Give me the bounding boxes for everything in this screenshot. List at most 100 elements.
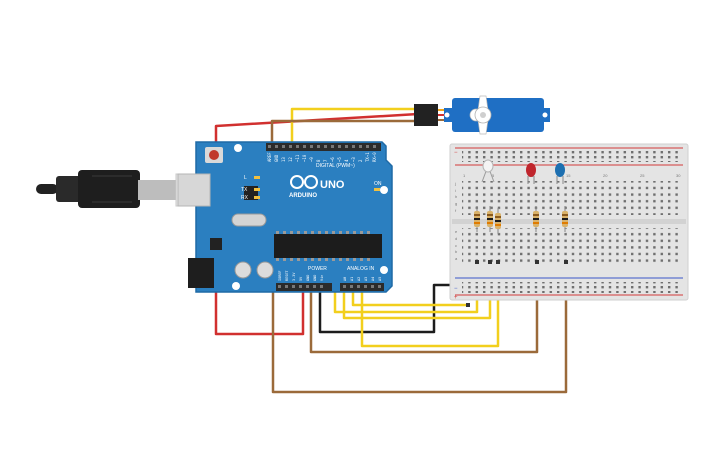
svg-text:A2: A2 [357,277,361,281]
svg-text:2: 2 [358,159,363,162]
digital-header [266,143,381,151]
arduino-logo-icon [290,175,318,189]
rx-label: RX [241,195,249,201]
svg-text:~3: ~3 [351,157,356,162]
svg-text:1: 1 [463,173,466,178]
svg-text:~5: ~5 [337,157,342,162]
power-jack [188,258,214,288]
atmega-pins [276,231,370,261]
center-groove [452,219,686,224]
svg-text:8: 8 [316,159,321,162]
svg-text:+: + [454,295,458,301]
svg-text:15: 15 [566,173,571,178]
svg-text:5V: 5V [299,276,303,281]
svg-text:i: i [455,188,456,193]
analog-header [340,283,384,291]
svg-text:−: − [454,286,458,292]
atmega-chip [274,234,382,258]
svg-text:h: h [455,194,457,199]
arduino-uno-board[interactable]: L TX RX ON ARDUINO UNO DIGITAL (PWM~) AR… [177,141,393,293]
svg-text:A4: A4 [371,277,375,281]
wire-brown-servo-gnd[interactable] [270,119,420,150]
rail-holes-bottom [462,282,680,293]
on-label: ON [374,181,382,187]
power-label: POWER [308,266,327,272]
usb-cable-strain-relief [36,184,58,194]
resistor[interactable] [474,206,480,232]
svg-text:3.3V: 3.3V [292,272,296,281]
svg-text:f: f [455,208,457,213]
wire-yellow-servo-signal[interactable] [290,107,420,150]
capacitor [234,261,252,279]
svg-text:Vin: Vin [320,275,324,281]
svg-text:4: 4 [344,159,349,162]
rgb-led[interactable] [481,159,495,183]
power-header [276,283,332,291]
servo-body [452,98,544,132]
l-label: L [244,175,247,181]
svg-text:GND: GND [274,154,279,162]
resistor[interactable] [562,206,568,232]
svg-text:7: 7 [323,159,328,162]
svg-text:GND: GND [313,275,317,281]
svg-text:~10: ~10 [302,154,307,162]
svg-text:~6: ~6 [330,157,335,162]
wire-endpoints [466,260,568,307]
svg-text:RX←0: RX←0 [372,152,377,162]
terminal-holes-top [462,181,680,215]
terminal-holes-bottom [462,228,680,264]
model-label: UNO [320,179,345,191]
brand-label: ARDUINO [289,193,317,199]
row-letters: j i h g f e d c b a [454,181,458,261]
regulator [210,238,222,250]
svg-text:A0: A0 [343,277,347,281]
usb-plug-metal [138,180,178,200]
servo-motor[interactable] [414,95,550,135]
breadboard[interactable]: − − + 1 5 10 15 20 25 30 j [449,143,689,301]
svg-text:a: a [455,256,458,261]
resistor[interactable] [487,206,493,232]
top-pin-labels: AREF GND 13 12 ~11 ~10 ~9 8 7 ~6 ~5 4 ~3… [267,152,377,162]
capacitor [256,261,274,279]
led-red[interactable] [526,163,536,184]
tx-label: TX [241,187,248,193]
rail-holes-top [462,151,680,162]
svg-text:IOREF: IOREF [278,270,282,281]
svg-text:5: 5 [492,173,495,178]
svg-text:RESET: RESET [285,270,289,281]
servo-connector [414,104,438,126]
led-blue[interactable] [555,163,565,184]
wire-black-gnd[interactable] [318,282,467,334]
svg-text:~11: ~11 [295,154,300,162]
svg-text:TX→1: TX→1 [365,152,370,162]
svg-text:~9: ~9 [309,157,314,162]
svg-text:25: 25 [640,173,645,178]
svg-text:A5: A5 [378,277,382,281]
resistor[interactable] [533,206,539,232]
crystal [231,213,267,227]
svg-text:j: j [454,181,456,186]
svg-text:30: 30 [676,173,681,178]
svg-text:−: − [454,150,458,156]
analog-pin-labels: A0 A1 A2 A3 A4 A5 [343,277,382,281]
usb-cable-grip [78,170,140,208]
svg-text:13: 13 [281,157,286,162]
svg-text:g: g [455,201,457,206]
usb-jack [177,173,211,207]
resistor[interactable] [495,208,501,234]
svg-text:b: b [455,249,458,254]
svg-text:d: d [455,236,457,241]
analog-label: ANALOG IN [347,266,375,272]
svg-text:c: c [455,243,457,248]
svg-text:12: 12 [288,157,293,162]
power-pin-labels: IOREF RESET 3.3V 5V GND GND Vin [278,270,324,281]
svg-text:20: 20 [603,173,608,178]
digital-label: DIGITAL (PWM~) [316,163,355,169]
svg-text:e: e [455,229,458,234]
svg-text:GND: GND [306,275,310,281]
svg-text:AREF: AREF [267,152,272,162]
svg-text:A1: A1 [350,277,354,281]
svg-text:A3: A3 [364,277,368,281]
usb-cable-body [56,176,82,202]
